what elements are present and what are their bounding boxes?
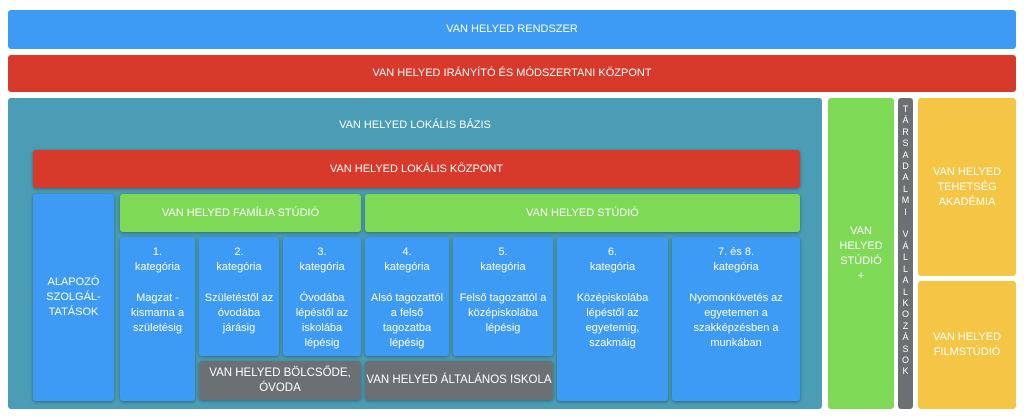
social-enterprises-letter: L: [902, 286, 908, 297]
category-description: Középiskolába lépéstől az egyetemig, sza…: [576, 292, 649, 349]
category-box-3: 3. kategória Óvodába lépéstől az iskoláb…: [283, 237, 361, 356]
nursery-box: VAN HELYED BÖLCSŐDE, ÓVODA: [199, 361, 361, 400]
category-title: 6. kategória: [589, 246, 636, 273]
category-description: Magzat - kismama a születésig: [130, 292, 185, 334]
studio-plus-box: VAN HELYED STÚDIÓ +: [828, 98, 894, 409]
social-enterprises-letter: A: [902, 172, 909, 183]
social-enterprises-letter: O: [901, 354, 909, 365]
social-enterprises-letter: L: [902, 252, 908, 263]
category-title: 1. kategória: [134, 246, 181, 273]
basic-services-box: ALAPOZÓ SZOLGÁL-TATÁSOK: [33, 194, 114, 401]
category-description: Születéstől az óvodába járásig: [204, 292, 274, 334]
category-description: Nyomonkövetés az egyetemen a szakképzésb…: [689, 292, 783, 349]
category-title: 7. és 8. kategória: [713, 246, 759, 273]
social-enterprises-letter: R: [902, 126, 909, 137]
social-enterprises-letter: Z: [902, 320, 909, 331]
category-box-2: 2. kategória Születéstől az óvodába járá…: [199, 237, 279, 356]
category-title: 2. kategória: [216, 246, 262, 273]
category-description: Felső tagozattól a középiskolába lépésig: [459, 292, 547, 334]
primary-school-box: VAN HELYED ÁLTALÁNOS ISKOLA: [365, 361, 553, 400]
category-box-6: 6. kategória Középiskolába lépéstől az e…: [557, 237, 668, 401]
studio-bar: VAN HELYED STÚDIÓ: [365, 194, 800, 232]
family-studio-bar: VAN HELYED FAMÍLIA STÚDIÓ: [120, 194, 361, 232]
local-base-title: VAN HELYED LOKÁLIS BÁZIS: [339, 118, 491, 131]
category-box-1: 1. kategória Magzat - kismama a születés…: [120, 237, 195, 401]
social-enterprises-letter: D: [902, 161, 909, 172]
social-enterprises-letter: K: [902, 297, 909, 308]
social-enterprises-letter: [902, 218, 910, 229]
social-enterprises-letter: A: [902, 275, 909, 286]
category-title: 3. kategória: [299, 246, 345, 273]
social-enterprises-letter: L: [902, 183, 908, 194]
control-center-bar: VAN HELYED IRÁNYÍTÓ ÉS MÓDSZERTANI KÖZPO…: [8, 55, 1016, 92]
system-bar: VAN HELYED RENDSZER: [8, 10, 1016, 49]
social-enterprises-letter: I: [904, 206, 907, 217]
category-title: 5. kategória: [480, 246, 526, 273]
social-enterprises-letter: S: [902, 343, 909, 354]
category-box-4: 4. kategória Alsó tagozattól a felső tag…: [365, 237, 449, 356]
category-title: 4. kategória: [384, 246, 430, 273]
social-enterprises-letter: O: [901, 309, 909, 320]
social-enterprises-letter: V: [902, 229, 909, 240]
category-description: Alsó tagozattól a felső tagozatba lépési…: [370, 292, 444, 349]
film-studio-box: VAN HELYED FILMSTÚDIÓ: [918, 281, 1016, 409]
social-enterprises-letter: A: [902, 149, 909, 160]
social-enterprises-letter: L: [902, 263, 908, 274]
category-description: Óvodába lépéstől az iskolába lépésig: [295, 292, 349, 349]
social-enterprises-letter: Á: [902, 240, 909, 251]
social-enterprises-letter: T: [902, 104, 909, 114]
social-enterprises-letter: S: [902, 138, 909, 149]
local-center-bar: VAN HELYED LOKÁLIS KÖZPONT: [33, 150, 800, 188]
category-box-5: 5. kategória Felső tagozattól a középisk…: [453, 237, 553, 356]
social-enterprises-letter: Á: [902, 332, 909, 343]
social-enterprises-letter: K: [902, 366, 909, 377]
category-box-7-8: 7. és 8. kategória Nyomonkövetés az egye…: [672, 237, 800, 401]
social-enterprises-letter: Á: [902, 115, 909, 126]
social-enterprises-letter: M: [901, 195, 910, 206]
talent-academy-box: VAN HELYED TEHETSÉG AKADÉMIA: [918, 98, 1016, 276]
